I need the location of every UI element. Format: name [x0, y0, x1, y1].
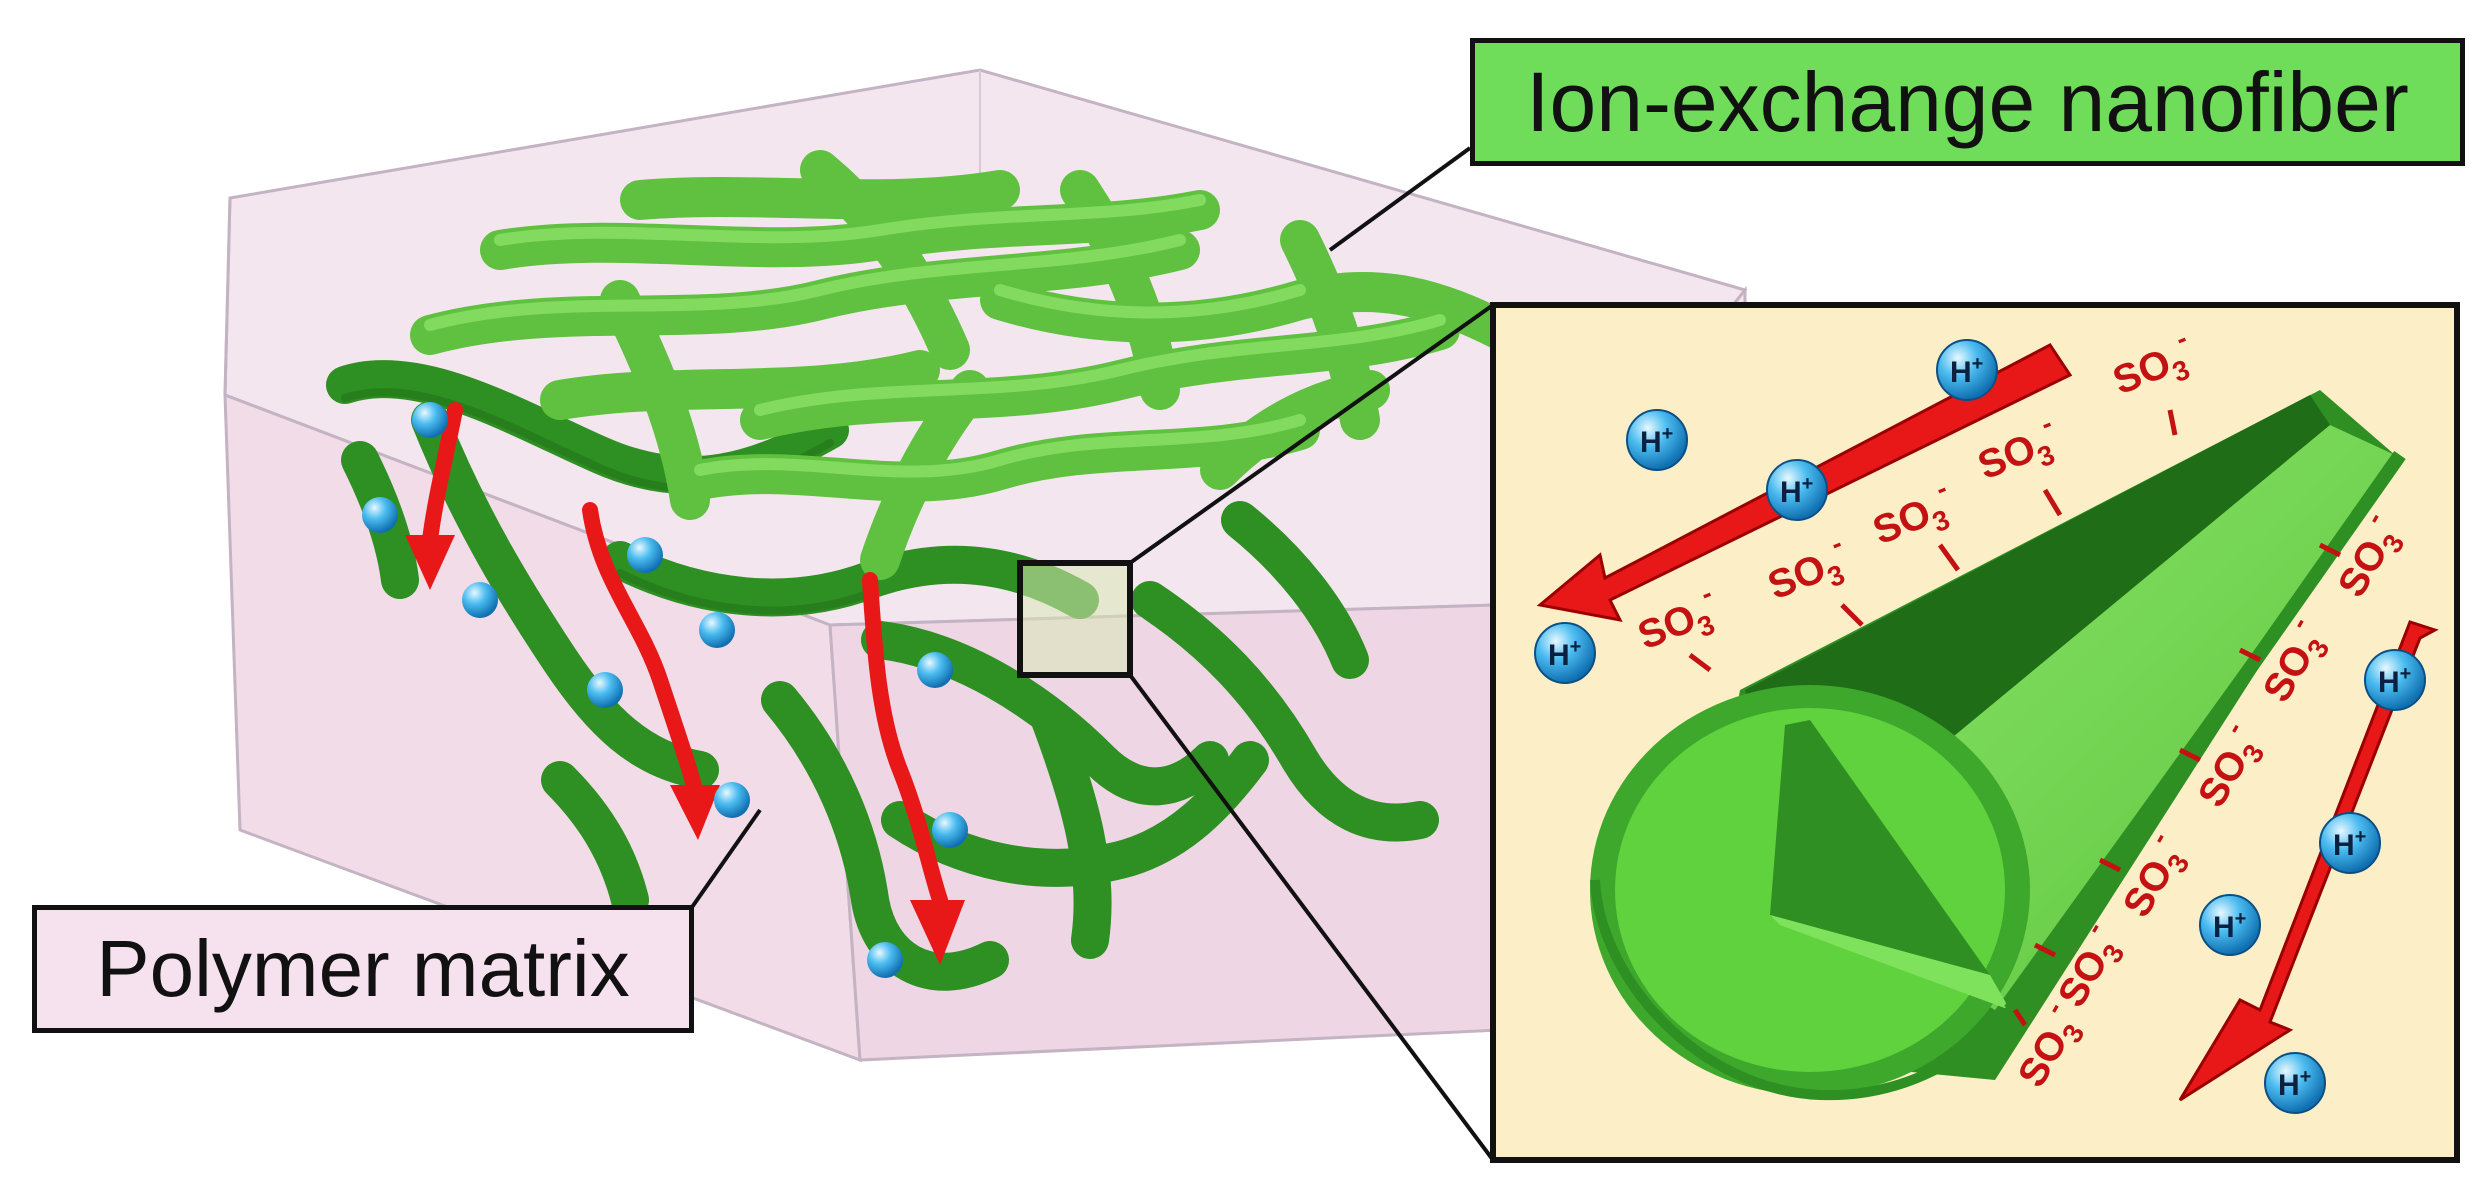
svg-text:H+: H+	[2278, 1066, 2311, 1102]
transport-arrow-head	[405, 535, 455, 590]
svg-text:H+: H+	[2213, 908, 2246, 944]
svg-text:H+: H+	[2333, 826, 2366, 862]
inset-protons: H+ H+ H+ H+ H+ H+	[1534, 339, 2426, 1114]
transport-arrow	[2178, 620, 2439, 1102]
svg-text:H+: H+	[1780, 473, 1813, 509]
transport-arrow	[582, 502, 703, 798]
proton-sphere	[462, 582, 498, 618]
nanofiber-callout: Ion-exchange nanofiber	[1470, 38, 2465, 166]
zoom-indicator	[688, 146, 1495, 1162]
proton-sphere	[932, 812, 968, 848]
proton-sphere	[714, 782, 750, 818]
nanofiber-inset: SO3- SO3- SO3- SO3- SO3- SO3- SO3- SO3- …	[1490, 302, 2460, 1163]
proton-sphere	[867, 942, 903, 978]
transport-arrow-head	[670, 785, 720, 840]
svg-text:H+: H+	[1950, 353, 1983, 389]
svg-text:H+: H+	[1640, 423, 1673, 459]
zoom-selection-box	[1017, 560, 1133, 678]
proton-sphere	[587, 672, 623, 708]
proton-sphere	[699, 612, 735, 648]
matrix-callout: Polymer matrix	[32, 905, 694, 1033]
proton-sphere	[627, 537, 663, 573]
proton-ion: H+	[2264, 1052, 2326, 1114]
nanofiber-leader-line	[1328, 146, 1472, 252]
transport-arrow	[422, 402, 463, 548]
proton-transport-arrows	[405, 402, 965, 965]
proton-ion: H+	[2199, 894, 2261, 956]
proton-ion: H+	[1766, 459, 1828, 521]
proton-ion: H+	[2364, 649, 2426, 711]
transport-arrow	[862, 572, 948, 908]
proton-ion: H+	[1626, 409, 1688, 471]
cut-fiber	[1590, 390, 2406, 1101]
sulfonate-ticks	[1688, 409, 2342, 1027]
matrix-label: Polymer matrix	[96, 924, 630, 1013]
svg-text:H+: H+	[1548, 636, 1581, 672]
proton-ion: H+	[1936, 339, 1998, 401]
nanofiber-label: Ion-exchange nanofiber	[1526, 54, 2409, 149]
transport-arrow-head	[910, 900, 965, 965]
proton-sphere	[917, 652, 953, 688]
proton-ion: H+	[1534, 622, 1596, 684]
proton-sphere	[362, 497, 398, 533]
matrix-leader-line	[688, 808, 762, 912]
matrix-protons	[362, 402, 968, 978]
proton-sphere	[412, 402, 448, 438]
proton-ion: H+	[2319, 812, 2381, 874]
svg-text:H+: H+	[2378, 663, 2411, 699]
